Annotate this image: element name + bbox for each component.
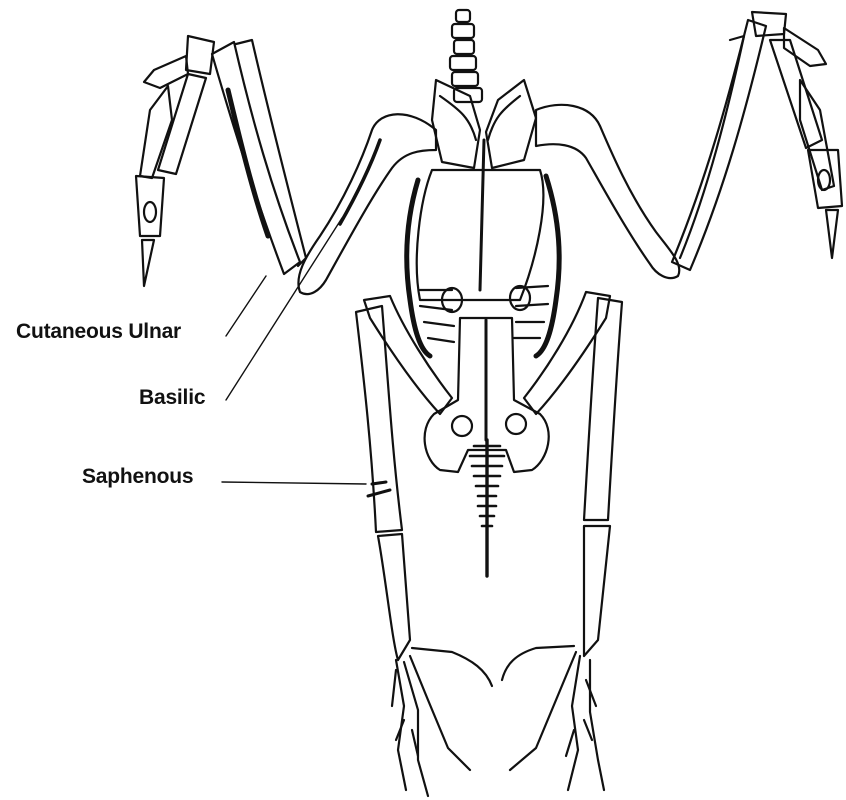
left-wing bbox=[136, 36, 436, 294]
leader-line-cutaneous-ulnar bbox=[226, 276, 266, 336]
right-wing bbox=[536, 12, 842, 278]
label-cutaneous-ulnar: Cutaneous Ulnar bbox=[16, 320, 181, 344]
tail-vertebrae bbox=[470, 440, 504, 576]
label-saphenous: Saphenous bbox=[82, 465, 193, 489]
sternum bbox=[417, 140, 544, 300]
right-leg bbox=[502, 292, 622, 790]
leader-line-saphenous bbox=[222, 482, 366, 484]
leader-lines bbox=[222, 218, 366, 484]
left-leg bbox=[356, 296, 492, 796]
rib-segments bbox=[420, 286, 548, 342]
label-basilic: Basilic bbox=[139, 386, 205, 410]
